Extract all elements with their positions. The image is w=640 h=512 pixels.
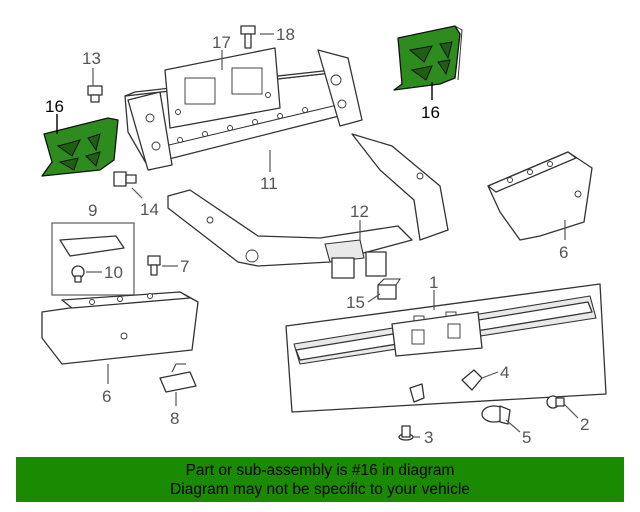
highlighted-bracket-16-right[interactable] [393, 25, 463, 91]
highlighted-bracket-16-left[interactable] [41, 117, 119, 177]
callout-17: 17 [212, 33, 231, 52]
bumper-face-bar-1[interactable] [285, 283, 607, 413]
bumper-clip[interactable] [409, 383, 425, 403]
callout-11: 11 [260, 174, 278, 193]
banner-line-disclaimer: Diagram may not be specific to your vehi… [170, 481, 470, 498]
callout-10: 10 [104, 263, 123, 282]
banner-line-part-info: Part or sub-assembly is #16 in diagram [185, 462, 455, 479]
bolt-13[interactable] [87, 85, 103, 103]
callout-2: 2 [580, 415, 589, 434]
cap-5[interactable] [481, 405, 511, 425]
callout-14: 14 [140, 200, 159, 219]
callout-16-left: 16 [45, 97, 64, 116]
step-pad-left-6[interactable] [41, 291, 199, 365]
callout-9: 9 [88, 201, 97, 220]
step-pad-kit-9[interactable] [51, 222, 135, 296]
callout-7: 7 [180, 257, 189, 276]
callout-15: 15 [346, 293, 365, 312]
step-pad-right-6[interactable] [487, 151, 593, 241]
info-banner: Part or sub-assembly is #16 in diagram D… [16, 457, 624, 502]
callout-5: 5 [522, 428, 531, 447]
exploded-parts-diagram: 18 17 13 16 16 11 14 12 9 6 7 10 1 15 4 … [41, 25, 607, 447]
leader-lines [56, 33, 579, 438]
bolt-18[interactable] [240, 25, 256, 49]
tow-hitch-12[interactable] [167, 133, 449, 279]
callout-16-right: 16 [421, 103, 440, 122]
callout-3: 3 [424, 428, 433, 447]
bolt-7[interactable] [147, 255, 161, 276]
callout-6-left: 6 [102, 387, 111, 406]
callout-4: 4 [500, 363, 509, 382]
callout-12: 12 [350, 202, 369, 221]
callout-13: 13 [82, 49, 101, 68]
bracket-17[interactable] [164, 47, 281, 129]
hitch-cover-15[interactable] [377, 278, 401, 300]
callout-6-right: 6 [559, 243, 568, 262]
bracket-8[interactable] [159, 363, 197, 393]
callout-18: 18 [276, 25, 295, 44]
callout-8: 8 [170, 409, 179, 428]
bolt-3[interactable] [398, 425, 414, 441]
bolt-14[interactable] [113, 171, 137, 187]
callout-1: 1 [429, 273, 438, 292]
screw-2[interactable] [546, 395, 565, 409]
